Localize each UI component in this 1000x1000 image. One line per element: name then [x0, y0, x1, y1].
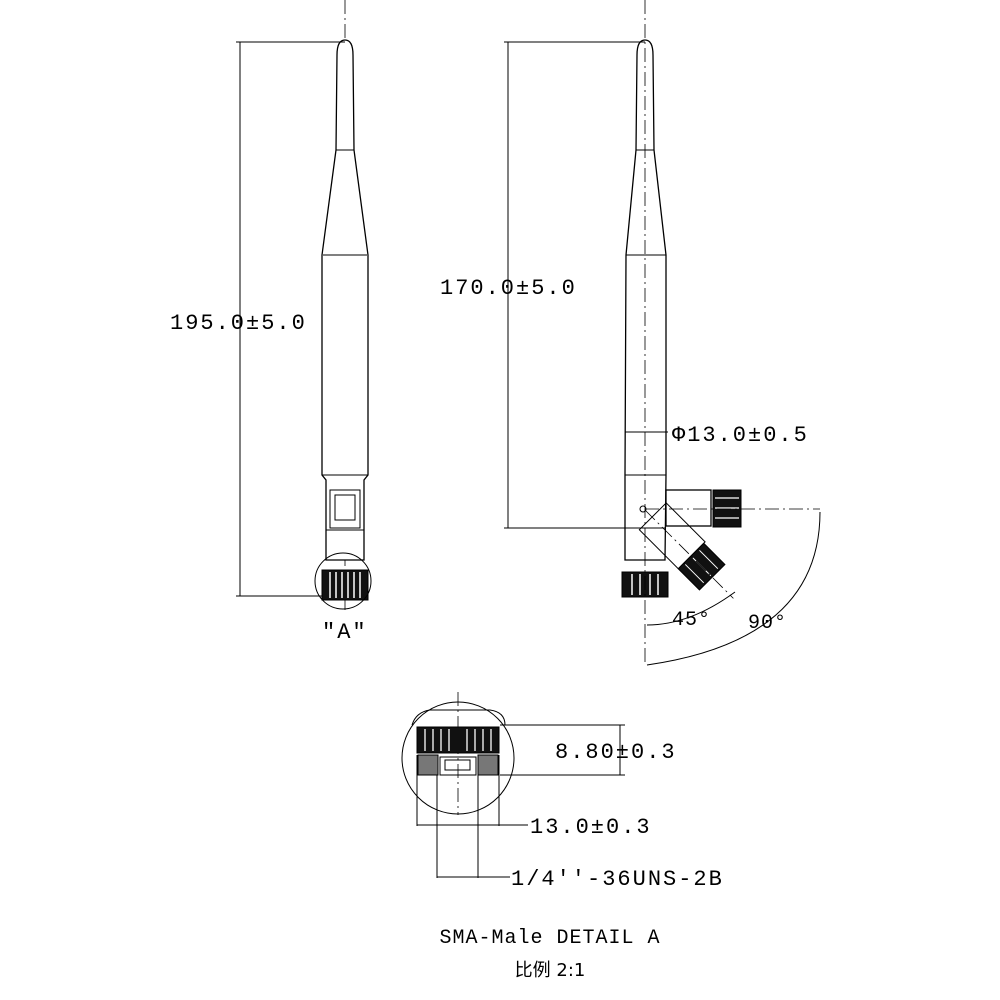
- detail-a-circle: [314, 552, 372, 610]
- diameter-dimension: Φ13.0±0.5: [672, 423, 809, 448]
- right-height-dimension: 170.0±5.0: [440, 276, 577, 301]
- detail-a-view: 8.80±0.3 13.0±0.3 1/4''-36UNS-2B SMA-Mal…: [401, 692, 724, 981]
- detail-height-dimension: 8.80±0.3: [555, 740, 677, 765]
- angle-45-label: 45°: [672, 609, 711, 632]
- left-antenna-view: 195.0±5.0 "A": [170, 0, 372, 645]
- detail-a-callout: "A": [322, 620, 368, 645]
- left-height-dimension: 195.0±5.0: [170, 311, 307, 336]
- detail-title: SMA-Male DETAIL A: [439, 927, 660, 950]
- angle-90-label: 90°: [748, 612, 787, 635]
- detail-scale: 比例 2:1: [515, 960, 586, 981]
- detail-diameter-dimension: 13.0±0.3: [530, 815, 652, 840]
- right-antenna-view: 170.0±5.0 Φ13.0±0.5 45° 90°: [440, 0, 821, 666]
- thread-spec: 1/4''-36UNS-2B: [511, 867, 724, 892]
